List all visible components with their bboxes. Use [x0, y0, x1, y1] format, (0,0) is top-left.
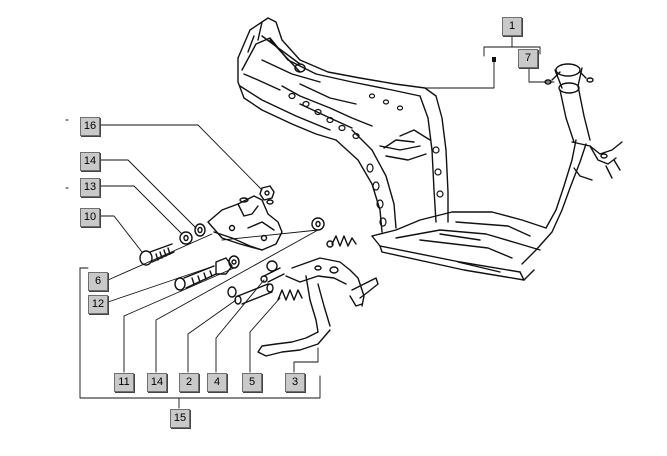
leader-lines: [65, 34, 555, 409]
spring-pin-part: [260, 260, 285, 283]
callout-14-lower[interactable]: 14: [147, 373, 167, 392]
washer-parts: [179, 217, 325, 245]
callout-10[interactable]: 10: [80, 208, 100, 227]
callout-4[interactable]: 4: [207, 373, 227, 392]
callout-2[interactable]: 2: [179, 373, 199, 392]
screw-part: [174, 265, 217, 291]
frame-part: [237, 17, 623, 281]
callout-16[interactable]: 16: [80, 117, 100, 136]
stand-bracket: [207, 195, 283, 251]
callout-1[interactable]: 1: [502, 17, 522, 36]
callout-15[interactable]: 15: [170, 409, 190, 428]
bolt-part: [139, 243, 175, 266]
callout-11[interactable]: 11: [114, 373, 134, 392]
callout-13[interactable]: 13: [80, 178, 100, 197]
nut-part: [259, 185, 275, 201]
callout-6[interactable]: 6: [88, 272, 108, 291]
pin-part: [227, 283, 274, 305]
callout-14[interactable]: 14: [80, 152, 100, 171]
callout-12[interactable]: 12: [88, 295, 108, 314]
spring-part: [326, 235, 357, 248]
spring-5-part: [277, 289, 303, 301]
callout-3[interactable]: 3: [285, 373, 305, 392]
center-stand-part: [257, 257, 379, 357]
callout-7[interactable]: 7: [518, 49, 538, 68]
callout-5[interactable]: 5: [242, 373, 262, 392]
